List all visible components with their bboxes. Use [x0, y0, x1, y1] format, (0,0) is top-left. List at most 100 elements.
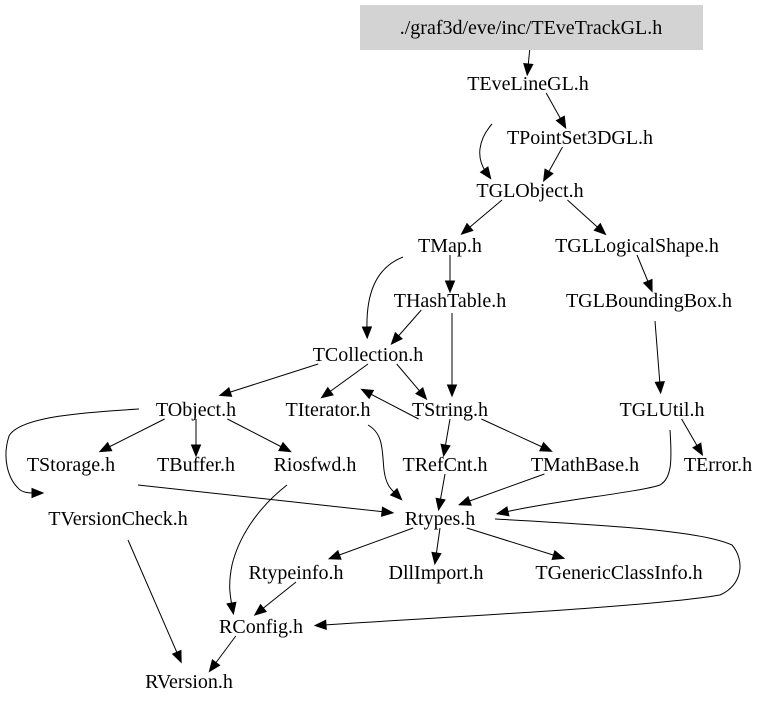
arrowhead-icon: [551, 549, 566, 560]
node-tstorage[interactable]: TStorage.h: [27, 454, 115, 476]
edge-tobject-to-riosfwd: [227, 418, 284, 449]
arrowhead-icon: [226, 601, 237, 616]
node-label: ./graf3d/eve/inc/TEveTrackGL.h: [400, 17, 663, 39]
arrowhead-icon: [313, 619, 327, 631]
arrowhead-icon: [458, 495, 472, 506]
node-label: TGLUtil.h: [620, 399, 705, 421]
node-rtypeinfo[interactable]: Rtypeinfo.h: [249, 562, 344, 584]
edge-tobject-to-tversioncheck: [5, 408, 140, 494]
arrowhead-icon: [692, 442, 704, 457]
arrowhead-icon: [495, 506, 510, 517]
arrowhead-icon: [539, 441, 553, 452]
node-label: RConfig.h: [219, 616, 303, 638]
arrowhead-icon: [390, 331, 403, 346]
edge-tstring-to-trefcnt: [444, 418, 451, 449]
arrowhead-icon: [218, 386, 233, 397]
node-rversion[interactable]: RVersion.h: [145, 671, 233, 693]
node-tglobject[interactable]: TGLObject.h: [476, 180, 583, 202]
node-tglutil[interactable]: TGLUtil.h: [620, 399, 705, 421]
node-tgenericclassinfo[interactable]: TGenericClassInfo.h: [535, 562, 702, 584]
nodes-layer: ./graf3d/eve/inc/TEveTrackGL.hTEveLineGL…: [27, 5, 752, 693]
node-tglboundingbox[interactable]: TGLBoundingBox.h: [566, 290, 732, 312]
node-tobject[interactable]: TObject.h: [156, 399, 236, 421]
arrowhead-icon: [555, 115, 567, 130]
node-label: TGLBoundingBox.h: [566, 290, 732, 312]
edge-tglutil-to-rtypes: [504, 429, 672, 513]
arrowhead-icon: [446, 384, 458, 398]
node-tevelinegl[interactable]: TEveLineGL.h: [467, 73, 589, 95]
arrowhead-icon: [361, 326, 373, 340]
node-label: Rtypes.h: [405, 508, 476, 530]
node-terror[interactable]: TError.h: [684, 454, 752, 476]
edge-tglboundingbox-to-tglutil: [654, 320, 661, 386]
node-tpointset3dgl[interactable]: TPointSet3DGL.h: [507, 127, 653, 149]
arrowhead-icon: [593, 222, 607, 236]
edge-tmathbase-to-rtypes: [466, 473, 545, 503]
node-tversioncheck[interactable]: TVersionCheck.h: [48, 508, 187, 530]
node-label: TIterator.h: [286, 399, 371, 421]
arrowhead-icon: [642, 278, 653, 293]
edge-tevelinegl-to-tpointset3dgl: [545, 92, 563, 122]
edge-tobject-to-tstorage: [106, 418, 165, 449]
node-label: TObject.h: [156, 399, 236, 421]
node-label: TEveLineGL.h: [467, 73, 589, 95]
node-thashtable[interactable]: THashTable.h: [394, 290, 506, 312]
node-trefcnt[interactable]: TRefCnt.h: [403, 454, 488, 476]
edge-tstring-to-tmathbase: [481, 418, 545, 449]
edge-rconfig-to-rversion: [213, 635, 237, 666]
node-label: TString.h: [412, 399, 488, 421]
node-tstring[interactable]: TString.h: [412, 399, 488, 421]
edge-rtypes-to-rtypeinfo: [336, 527, 414, 557]
node-label: RVersion.h: [145, 671, 233, 693]
node-label: THashTable.h: [394, 290, 506, 312]
node-label: TBuffer.h: [157, 454, 235, 476]
arrowhead-icon: [542, 168, 554, 183]
node-tmap[interactable]: TMap.h: [418, 235, 482, 257]
arrowhead-icon: [327, 549, 342, 560]
arrowhead-icon: [415, 386, 428, 401]
edge-rtypeinfo-to-rconfig: [260, 581, 297, 611]
node-label: TGLObject.h: [476, 180, 583, 202]
edge-tmap-to-tcollection: [366, 256, 404, 331]
node-tcollection[interactable]: TCollection.h: [313, 344, 424, 366]
arrowhead-icon: [31, 487, 45, 499]
node-label: TStorage.h: [27, 454, 115, 476]
edge-riosfwd-to-rconfig: [229, 484, 288, 607]
edge-tcollection-to-tstring: [396, 363, 422, 394]
node-label: TGenericClassInfo.h: [535, 562, 702, 584]
edge-tcollection-to-tobject: [227, 363, 319, 394]
root-node-box: [360, 5, 703, 50]
arrowhead-icon: [523, 62, 534, 77]
node-label: TVersionCheck.h: [48, 508, 187, 530]
node-rconfig[interactable]: RConfig.h: [219, 616, 303, 638]
node-label: TPointSet3DGL.h: [507, 127, 653, 149]
node-tmathbase[interactable]: TMathBase.h: [531, 454, 639, 476]
node-label: TCollection.h: [313, 344, 424, 366]
edge-trefcnt-to-rtypes: [439, 473, 446, 503]
node-label: TRefCnt.h: [403, 454, 488, 476]
node-label: TError.h: [684, 454, 752, 476]
arrowhead-icon: [654, 381, 665, 395]
edge-titerator-to-rtypes: [367, 424, 397, 495]
edge-tglobject-to-tmap: [467, 199, 503, 230]
node-label: Riosfwd.h: [274, 454, 357, 476]
edges-layer: [5, 36, 741, 673]
node-riosfwd[interactable]: Riosfwd.h: [274, 454, 357, 476]
edge-tcollection-to-titerator: [327, 363, 369, 394]
edge-tversioncheck-to-rversion: [127, 539, 179, 656]
node-titerator[interactable]: TIterator.h: [286, 399, 371, 421]
node-label: TMap.h: [418, 235, 482, 257]
node-tbuffer[interactable]: TBuffer.h: [157, 454, 235, 476]
node-label: Rtypeinfo.h: [249, 562, 344, 584]
root-node[interactable]: ./graf3d/eve/inc/TEveTrackGL.h: [360, 5, 703, 50]
arrowhead-icon: [360, 388, 375, 400]
arrowhead-icon: [171, 649, 182, 664]
edge-tglobject-to-tgllogicalshape: [567, 199, 600, 230]
node-dllimport[interactable]: DllImport.h: [389, 562, 484, 584]
node-label: TMathBase.h: [531, 454, 639, 476]
node-tgllogicalshape[interactable]: TGLLogicalShape.h: [555, 235, 719, 257]
edge-rtypes-to-tgenericclassinfo: [466, 527, 557, 557]
arrowhead-icon: [435, 497, 446, 512]
node-rtypes[interactable]: Rtypes.h: [405, 508, 476, 530]
